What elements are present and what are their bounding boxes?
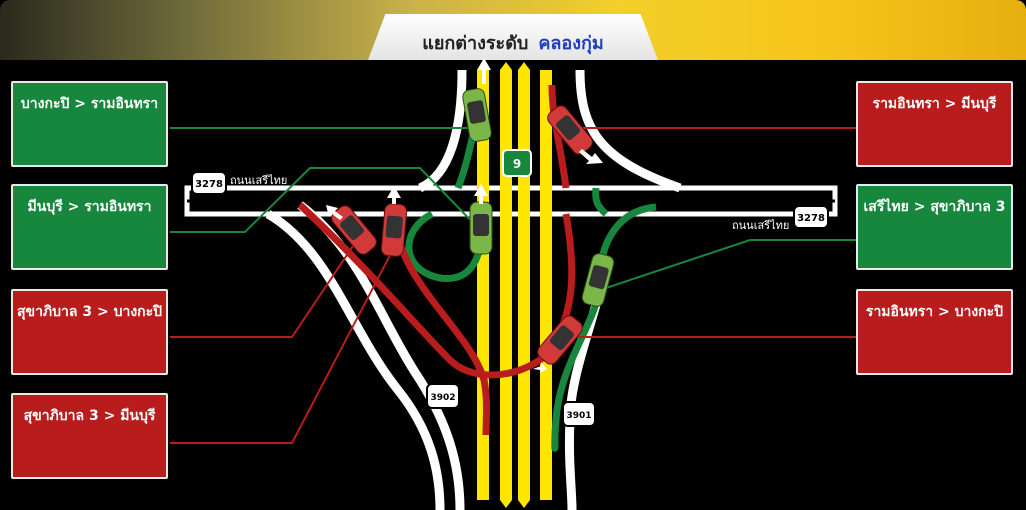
shield-highway-9-label: 9 <box>513 157 521 171</box>
left-top-ramp <box>417 69 467 193</box>
route-label: รามอินทรา > บางกะปิ <box>865 304 1004 320</box>
shield-3901-label: 3901 <box>566 411 591 421</box>
arrow-icon <box>326 205 343 220</box>
left-ramp-inner <box>265 210 445 510</box>
connector-lines <box>170 127 857 444</box>
page-title: แยกต่างระดับ คลองกุ่ม <box>368 28 658 57</box>
route-label: บางกะปิ > รามอินทรา <box>20 96 159 112</box>
shield-highway-9: 9 <box>502 149 532 177</box>
route-label: รามอินทรา > มีนบุรี <box>872 96 997 112</box>
route-box-sukhapiban3-minburi[interactable]: สุขาภิบาล 3 > มีนบุรี <box>11 393 168 479</box>
route-box-ramintra-minburi[interactable]: รามอินทรา > มีนบุรี <box>856 81 1013 167</box>
route-box-bangkapi-ramintra[interactable]: บางกะปิ > รามอินทรา <box>11 81 168 167</box>
car-icon <box>581 253 615 307</box>
shield-3278-right-label: 3278 <box>797 213 825 224</box>
road-name-left: ถนนเสรีไทย <box>230 174 287 187</box>
shield-3902: 3902 <box>426 383 460 409</box>
route-box-sukhapiban3-bangkapi[interactable]: สุขาภิบาล 3 > บางกะปิ <box>11 289 168 375</box>
car-icon <box>380 203 408 257</box>
title-tab: แยกต่างระดับ คลองกุ่ม <box>368 14 658 60</box>
route-label: เสรีไทย > สุขาภิบาล 3 <box>863 199 1006 215</box>
car-icon <box>462 88 492 142</box>
car-icon <box>469 201 493 255</box>
route-box-ramintra-bangkapi[interactable]: รามอินทรา > บางกะปิ <box>856 289 1013 375</box>
title-tab-background <box>368 14 658 60</box>
arrow-icon <box>387 186 401 204</box>
red-route-sukhapiban-minburi <box>391 213 490 436</box>
car-icon <box>331 205 377 255</box>
shield-3278-right: 3278 <box>793 205 829 229</box>
route-label: มีนบุรี > รามอินทรา <box>27 199 152 215</box>
shield-3901: 3901 <box>562 401 596 427</box>
shield-3278-left: 3278 <box>191 171 227 195</box>
shield-3902-label: 3902 <box>430 393 455 403</box>
title-main: แยกต่างระดับ <box>422 33 529 54</box>
route-box-minburi-ramintra[interactable]: มีนบุรี > รามอินทรา <box>11 184 168 270</box>
road-name-right: ถนนเสรีไทย <box>732 219 789 232</box>
arrow-icon <box>533 362 547 373</box>
car-icon <box>537 315 583 365</box>
route-label: สุขาภิบาล 3 > บางกะปิ <box>16 304 163 320</box>
title-accent: คลองกุ่ม <box>538 33 604 54</box>
arrow-icon <box>579 149 603 164</box>
arrow-icon <box>477 58 491 84</box>
car-icon <box>547 105 593 155</box>
green-route-serithai-sukhapiban <box>551 187 657 452</box>
route-box-serithai-sukhapiban3[interactable]: เสรีไทย > สุขาภิบาล 3 <box>856 184 1013 270</box>
right-top-ramp <box>575 69 682 193</box>
arrow-icon <box>474 184 488 204</box>
route-label: สุขาภิบาล 3 > มีนบุรี <box>23 408 156 424</box>
shield-3278-left-label: 3278 <box>195 179 223 190</box>
